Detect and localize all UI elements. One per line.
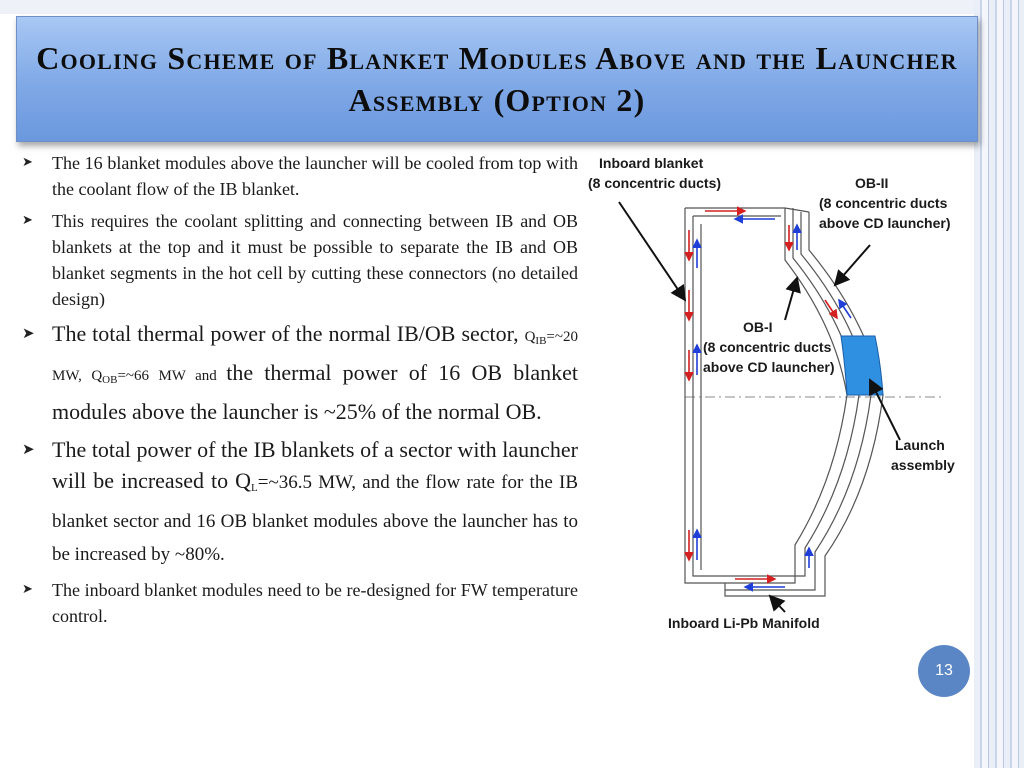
label-inboard-blanket: Inboard blanket [599, 155, 704, 171]
slide-title: Cooling Scheme of Blanket Modules Above … [36, 40, 958, 118]
bullet-text: The 16 blanket modules above the launche… [52, 153, 578, 199]
q-symbol: Q [524, 329, 536, 345]
label-assembly: assembly [891, 457, 955, 473]
bullet-item: ➤ The inboard blanket modules need to be… [22, 577, 578, 629]
top-band [0, 0, 1024, 14]
pointer-arrows [618, 201, 901, 613]
label-ob1-launcher: above CD launcher) [703, 359, 834, 375]
bullet-arrow-icon: ➤ [22, 213, 33, 228]
outboard-blanket [724, 207, 884, 597]
bullet-item: ➤ This requires the coolant splitting an… [22, 208, 578, 312]
bullet-text-part: The total power of the IB blankets of a … [52, 437, 578, 493]
side-stripes [974, 0, 1024, 768]
bullet-text-part: =~36.5 MW, and the flow rate for the IB … [52, 472, 578, 565]
q-value: =~20 MW, [52, 329, 578, 384]
label-manifold: Inboard Li-Pb Manifold [668, 615, 820, 631]
label-launch: Launch [895, 437, 945, 453]
bullet-item: ➤ The total power of the IB blankets of … [22, 434, 578, 570]
label-ob2-ducts: (8 concentric ducts [819, 195, 948, 211]
label-ob1-ducts: (8 concentric ducts [703, 339, 832, 355]
flow-arrows [684, 206, 852, 592]
q-value: =~66 MW and [117, 368, 227, 384]
page-number-badge: 13 [918, 645, 970, 697]
bullet-arrow-icon: ➤ [22, 324, 35, 342]
bullet-text: The total thermal power of the normal IB… [52, 321, 578, 424]
bullet-item: ➤ The total thermal power of the normal … [22, 318, 578, 427]
label-ob2: OB-II [855, 175, 888, 191]
bullet-arrow-icon: ➤ [22, 155, 33, 170]
bullet-item: ➤ The 16 blanket modules above the launc… [22, 150, 578, 202]
bullet-arrow-icon: ➤ [22, 440, 35, 458]
bullet-list: ➤ The 16 blanket modules above the launc… [22, 150, 578, 635]
label-ob1: OB-I [743, 319, 773, 335]
inboard-blanket [684, 207, 785, 584]
bullet-text: This requires the coolant splitting and … [52, 211, 578, 309]
q-subscript: IB [535, 335, 547, 347]
cooling-diagram: Inboard blanket (8 concentric ducts) OB-… [588, 155, 955, 631]
label-inboard-ducts: (8 concentric ducts) [588, 175, 721, 191]
bullet-text-part: The total thermal power of the normal IB… [52, 321, 525, 346]
page-number: 13 [935, 662, 953, 679]
bullet-text-part: the thermal power of 16 OB blanket modul… [52, 360, 578, 424]
bullet-arrow-icon: ➤ [22, 582, 33, 597]
launch-assembly-block [840, 335, 884, 396]
q-symbol: Q [91, 368, 103, 384]
q-ib: QIB=~20 MW, QOB=~66 MW and [52, 329, 578, 386]
bullet-text: The inboard blanket modules need to be r… [52, 580, 578, 626]
label-ob2-launcher: above CD launcher) [819, 215, 950, 231]
title-banner: Cooling Scheme of Blanket Modules Above … [16, 16, 978, 142]
q-subscript: L [251, 482, 258, 494]
bullet-text: The total power of the IB blankets of a … [52, 437, 578, 565]
q-subscript: OB [102, 374, 118, 386]
